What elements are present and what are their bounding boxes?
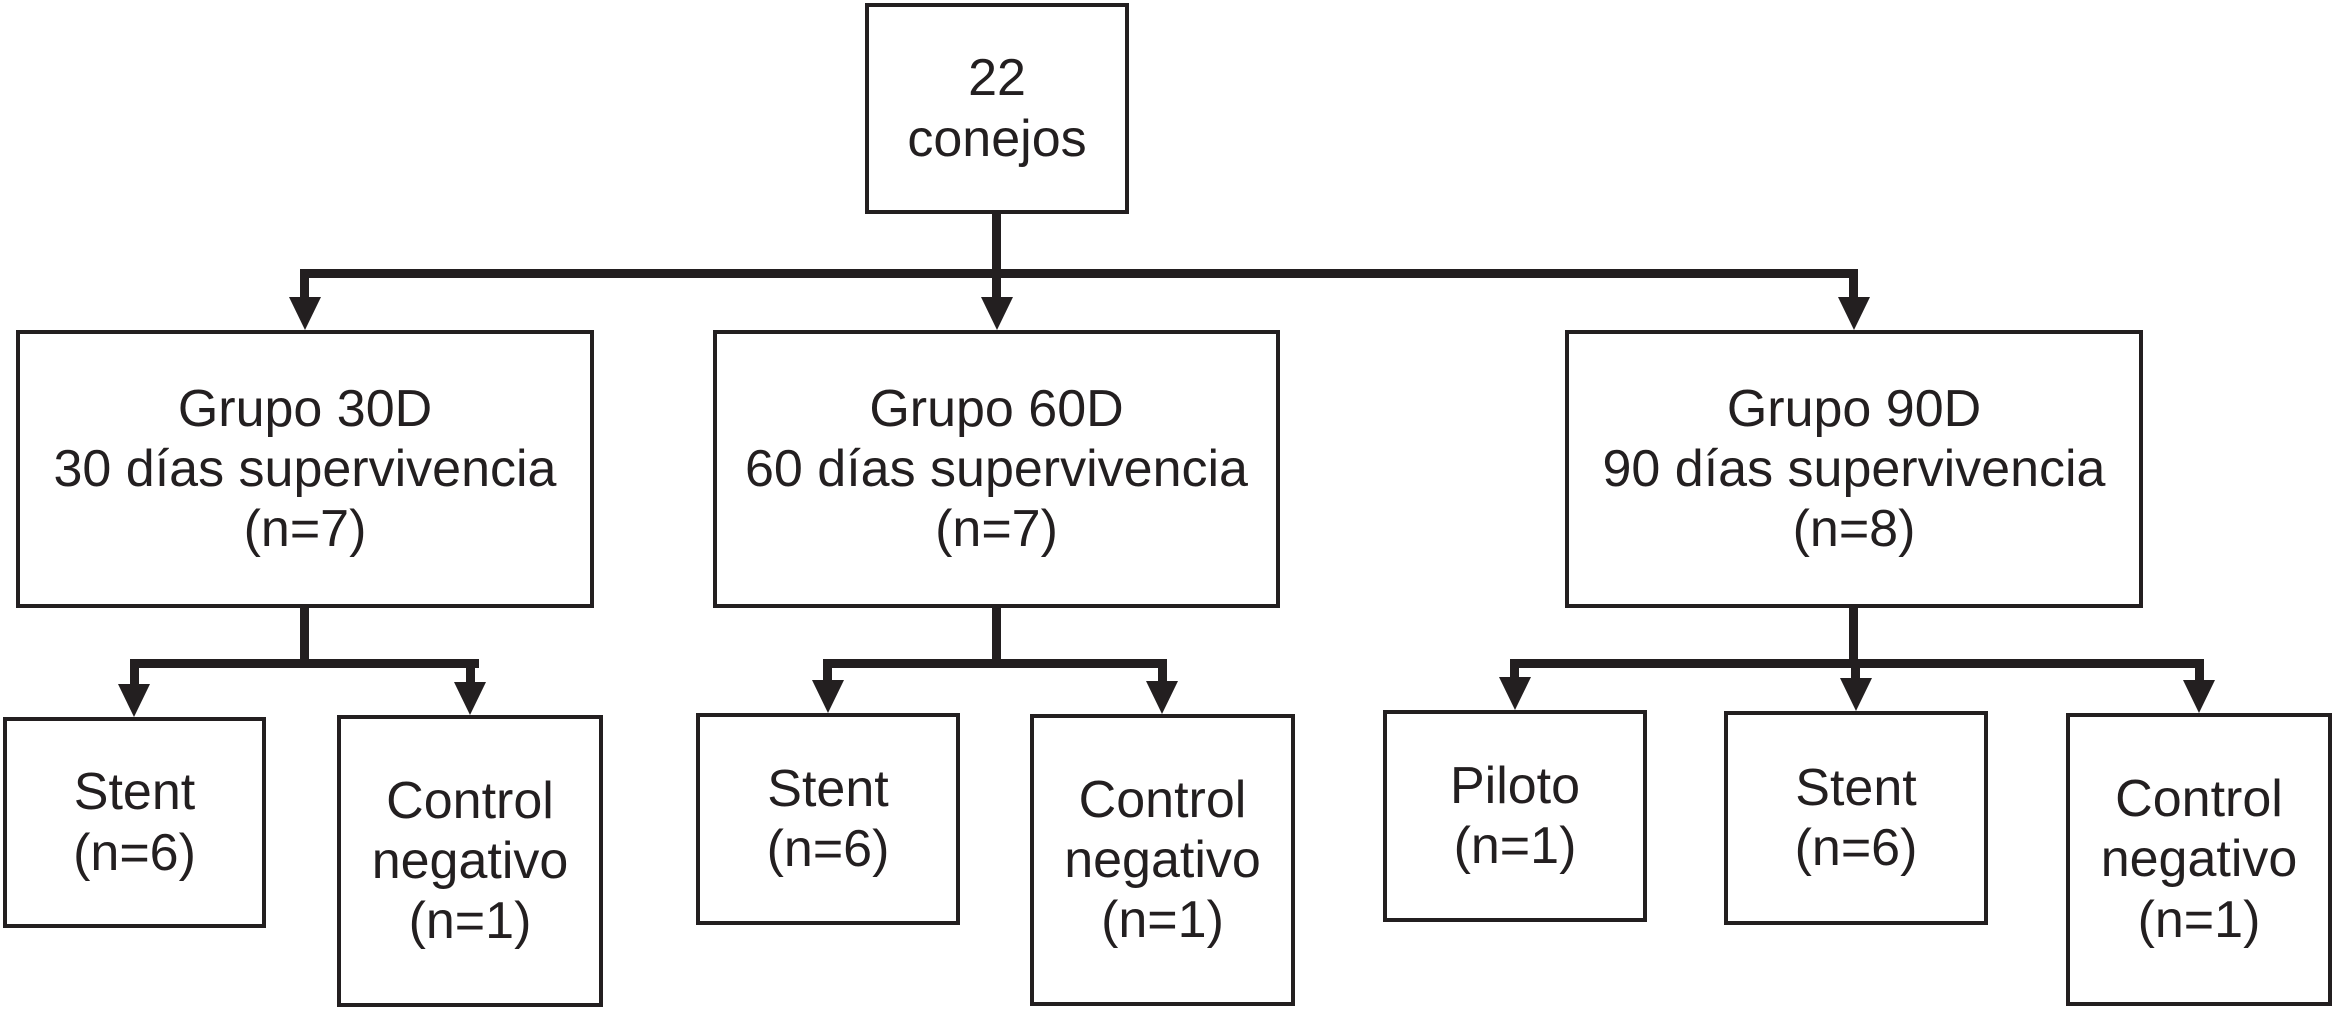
node-control-negativo-30d: Control negativo (n=1) <box>337 715 603 1007</box>
arrowhead-stent-30d-icon <box>118 684 150 717</box>
node-grupo-90d: Grupo 90D 90 días supervivencia (n=8) <box>1565 330 2143 608</box>
connector-grupo-60d-stem <box>992 608 1001 668</box>
connector-root-stem <box>992 214 1001 278</box>
arrowhead-stent-90d-icon <box>1840 678 1872 711</box>
arrowhead-grupo-90d-icon <box>1838 297 1870 330</box>
connector-drop-grupo-90d <box>1849 269 1858 303</box>
node-stent-30d: Stent (n=6) <box>3 717 266 928</box>
node-piloto-90d: Piloto (n=1) <box>1383 710 1647 922</box>
arrowhead-control-60d-icon <box>1146 681 1178 714</box>
connector-drop-piloto-90d <box>1510 659 1519 682</box>
connector-drop-grupo-60d <box>992 269 1001 303</box>
connector-drop-control-60d <box>1158 659 1167 686</box>
connector-drop-control-30d <box>466 659 475 687</box>
connector-grupo-90d-stem <box>1849 608 1858 668</box>
connector-drop-grupo-30d <box>300 269 309 303</box>
node-grupo-60d: Grupo 60D 60 días supervivencia (n=7) <box>713 330 1280 608</box>
arrowhead-control-30d-icon <box>454 682 486 715</box>
connector-grupo-30d-bar <box>130 659 479 668</box>
node-stent-60d: Stent (n=6) <box>696 713 960 925</box>
node-total-conejos: 22 conejos <box>865 3 1129 214</box>
arrowhead-stent-60d-icon <box>812 680 844 713</box>
arrowhead-piloto-90d-icon <box>1499 677 1531 710</box>
arrowhead-grupo-30d-icon <box>289 297 321 330</box>
node-grupo-30d: Grupo 30D 30 días supervivencia (n=7) <box>16 330 594 608</box>
node-control-negativo-90d: Control negativo (n=1) <box>2066 713 2332 1006</box>
node-control-negativo-60d: Control negativo (n=1) <box>1030 714 1295 1006</box>
arrowhead-grupo-60d-icon <box>981 297 1013 330</box>
node-stent-90d: Stent (n=6) <box>1724 711 1988 925</box>
connector-drop-control-90d <box>2195 659 2204 685</box>
connector-drop-stent-30d <box>130 659 139 688</box>
connector-grupo-60d-bar <box>823 659 1167 668</box>
arrowhead-control-90d-icon <box>2183 680 2215 713</box>
connector-drop-stent-60d <box>823 659 832 685</box>
connector-drop-stent-90d <box>1851 659 1860 683</box>
connector-level1-bar <box>300 269 1858 278</box>
connector-grupo-30d-stem <box>300 608 309 668</box>
